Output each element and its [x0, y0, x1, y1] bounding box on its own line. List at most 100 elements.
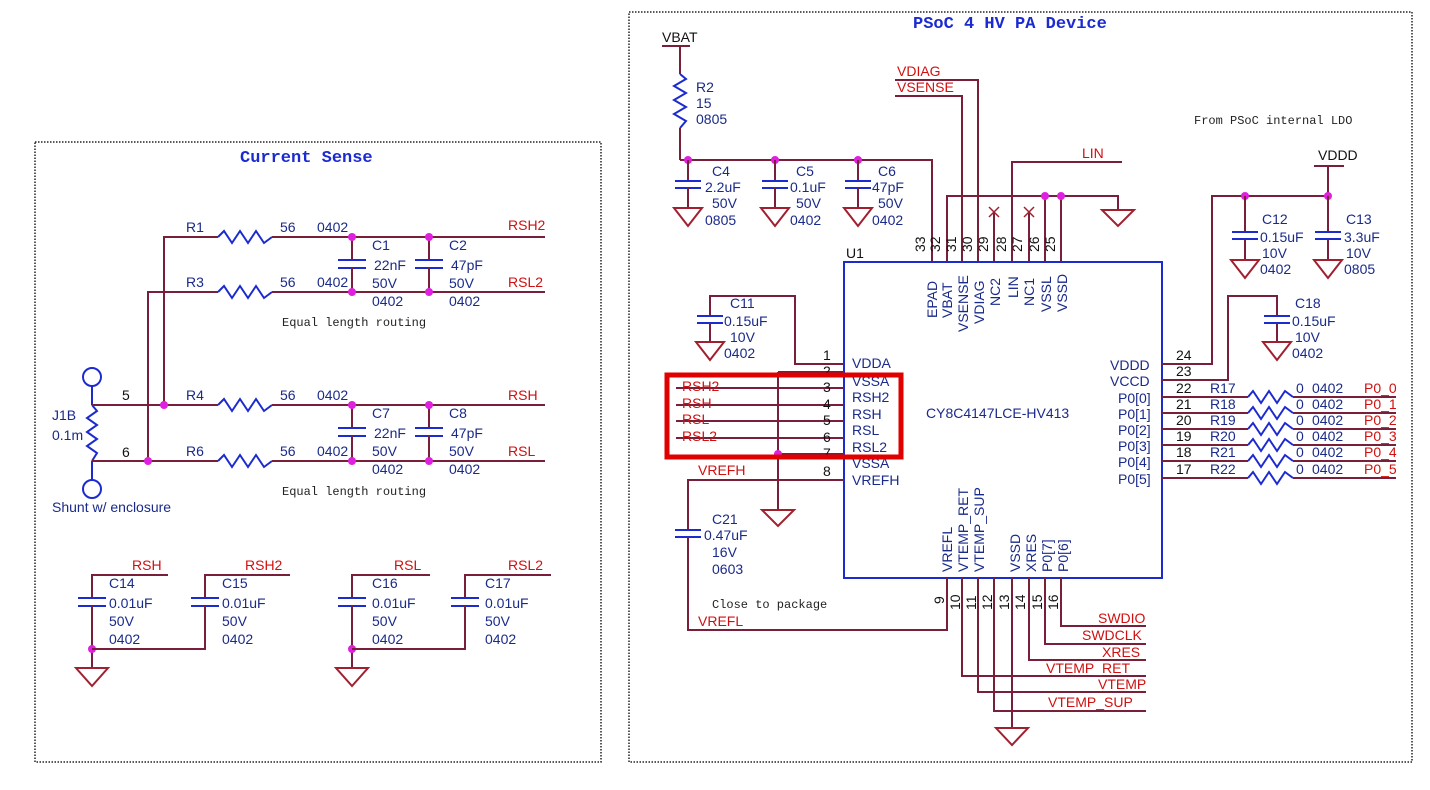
c5-value: 0.1uF — [790, 179, 826, 195]
c8-value: 47pF — [451, 425, 483, 441]
c14-ref: C14 — [109, 575, 135, 591]
pin-name: VTEMP_RET — [955, 488, 971, 572]
current-sense-panel: Current Sense J1B 0.1m Shunt w/ enclosur… — [34, 141, 602, 763]
ground-symbol — [1099, 209, 1137, 228]
pin-num: 33 — [912, 236, 928, 252]
pin-name: VSSD — [1007, 534, 1023, 572]
c1-pkg: 0402 — [372, 293, 403, 309]
capacitor-c4: C4 2.2uF 50V 0805 — [671, 160, 741, 228]
highlight-box — [664, 372, 904, 460]
pin-num: 1 — [823, 347, 831, 363]
c13-ref: C13 — [1346, 211, 1372, 227]
r1-pkg: 0402 — [317, 219, 348, 235]
pin-name: P0[3] — [1118, 438, 1151, 454]
r21-pkg: 0402 — [1312, 444, 1343, 460]
r19-pkg: 0402 — [1312, 412, 1343, 428]
capacitor-c21: C21 0.47uF 16V 0603 Close to package VRE… — [675, 511, 948, 631]
c18-voltage: 10V — [1295, 329, 1321, 345]
pin-num: 29 — [975, 236, 991, 252]
c2-ref: C2 — [449, 237, 467, 253]
pin-num: 27 — [1009, 236, 1025, 252]
c12-value: 0.15uF — [1260, 229, 1304, 245]
current-sense-title: Current Sense — [240, 149, 373, 168]
c5-ref: C5 — [796, 163, 814, 179]
pin-name: VTEMP_SUP — [971, 487, 987, 572]
pin-num: 17 — [1176, 461, 1192, 477]
pin-name: RSL — [852, 422, 879, 438]
pin-name: RSL2 — [852, 439, 887, 455]
ic-right-pins: VDDD VCCD 24 23 22 P0[0] R17 0 0402 P0_0… — [1110, 347, 1397, 487]
net-label-vrefh: VREFH — [698, 462, 745, 478]
c12-pkg: 0402 — [1260, 261, 1291, 277]
ic-left-pins: 1 2 3 4 5 6 7 8 VDDA VSSA RSH2 RSH RSL R… — [676, 347, 899, 530]
pin-name: VREFH — [852, 472, 899, 488]
pin-name: NC1 — [1021, 278, 1037, 306]
c13-value: 3.3uF — [1344, 229, 1380, 245]
c16-voltage: 50V — [372, 613, 398, 629]
pin-num: 10 — [947, 594, 963, 610]
j1b-pin-6: 6 — [122, 444, 130, 460]
pin-name: RSH2 — [852, 389, 890, 405]
resistor-r22: 17 P0[5] R22 0 0402 P0_5 — [1118, 461, 1397, 487]
pin-num: 23 — [1176, 363, 1192, 379]
net-label-vtemp: VTEMP — [1098, 676, 1146, 692]
c12-voltage: 10V — [1262, 245, 1288, 261]
close-to-package-note: Close to package — [712, 598, 827, 612]
ground-symbol — [333, 667, 371, 688]
r3-pkg: 0402 — [317, 274, 348, 290]
c15-net: RSH2 — [245, 557, 283, 573]
c7-ref: C7 — [372, 405, 390, 421]
net-label-lin: LIN — [1082, 145, 1104, 161]
r4-value: 56 — [280, 387, 296, 403]
j1b-pin-5: 5 — [122, 387, 130, 403]
ground-symbol — [73, 667, 111, 688]
c21-ref: C21 — [712, 511, 738, 527]
current-sense-border — [34, 141, 602, 763]
c1-voltage: 50V — [372, 275, 398, 291]
c5-pkg: 0402 — [790, 212, 821, 228]
c17-value: 0.01uF — [485, 595, 529, 611]
pin-num: 3 — [823, 379, 831, 395]
net-label-vrefl: VREFL — [698, 613, 743, 629]
r1-ref: R1 — [186, 219, 204, 235]
c7-value: 22nF — [374, 425, 406, 441]
r17-pkg: 0402 — [1312, 380, 1343, 396]
c17-net: RSL2 — [508, 557, 543, 573]
c21-voltage: 16V — [712, 544, 738, 560]
r20-value: 0 — [1296, 428, 1304, 444]
c15-ref: C15 — [222, 575, 248, 591]
pin-num: 20 — [1176, 412, 1192, 428]
pin-name: VSSD — [1054, 274, 1070, 312]
pin-name: P0[6] — [1055, 539, 1071, 572]
c16-net: RSL — [394, 557, 421, 573]
c2-pkg: 0402 — [449, 293, 480, 309]
c4-voltage: 50V — [712, 195, 738, 211]
net-label-vsense: VSENSE — [897, 79, 954, 95]
c14-value: 0.01uF — [109, 595, 153, 611]
r21-ref: R21 — [1210, 444, 1236, 460]
vbat-supply: VBAT R2 15 0805 — [662, 29, 727, 160]
r18-ref: R18 — [1210, 396, 1236, 412]
pin-num: 22 — [1176, 380, 1192, 396]
ic-u1-part: CY8C4147LCE-HV413 — [926, 405, 1069, 421]
c8-ref: C8 — [449, 405, 467, 421]
pin-name: P0[5] — [1118, 471, 1151, 487]
net-label-p0-5: P0_5 — [1364, 461, 1397, 477]
psoc-panel-border — [628, 11, 1413, 763]
pin-name: EPAD — [924, 281, 940, 318]
pin-num: 24 — [1176, 347, 1192, 363]
pin-name: P0[0] — [1118, 390, 1151, 406]
r20-pkg: 0402 — [1312, 428, 1343, 444]
c11-pkg: 0402 — [724, 345, 755, 361]
ic-bottom-pins: VREFL VTEMP_RET VTEMP_SUP VSSD XRES P0[7… — [931, 487, 1146, 747]
net-label-rsh2: RSH2 — [682, 378, 720, 394]
pin-name: P0[7] — [1039, 539, 1055, 572]
c14-voltage: 50V — [109, 613, 135, 629]
c15-value: 0.01uF — [222, 595, 266, 611]
capacitor-c6: C6 47pF 50V 0402 — [841, 160, 904, 228]
j1b-ref: J1B — [52, 407, 76, 423]
r2-pkg: 0805 — [696, 111, 727, 127]
r21-value: 0 — [1296, 444, 1304, 460]
c17-voltage: 50V — [485, 613, 511, 629]
c16-pkg: 0402 — [372, 631, 403, 647]
